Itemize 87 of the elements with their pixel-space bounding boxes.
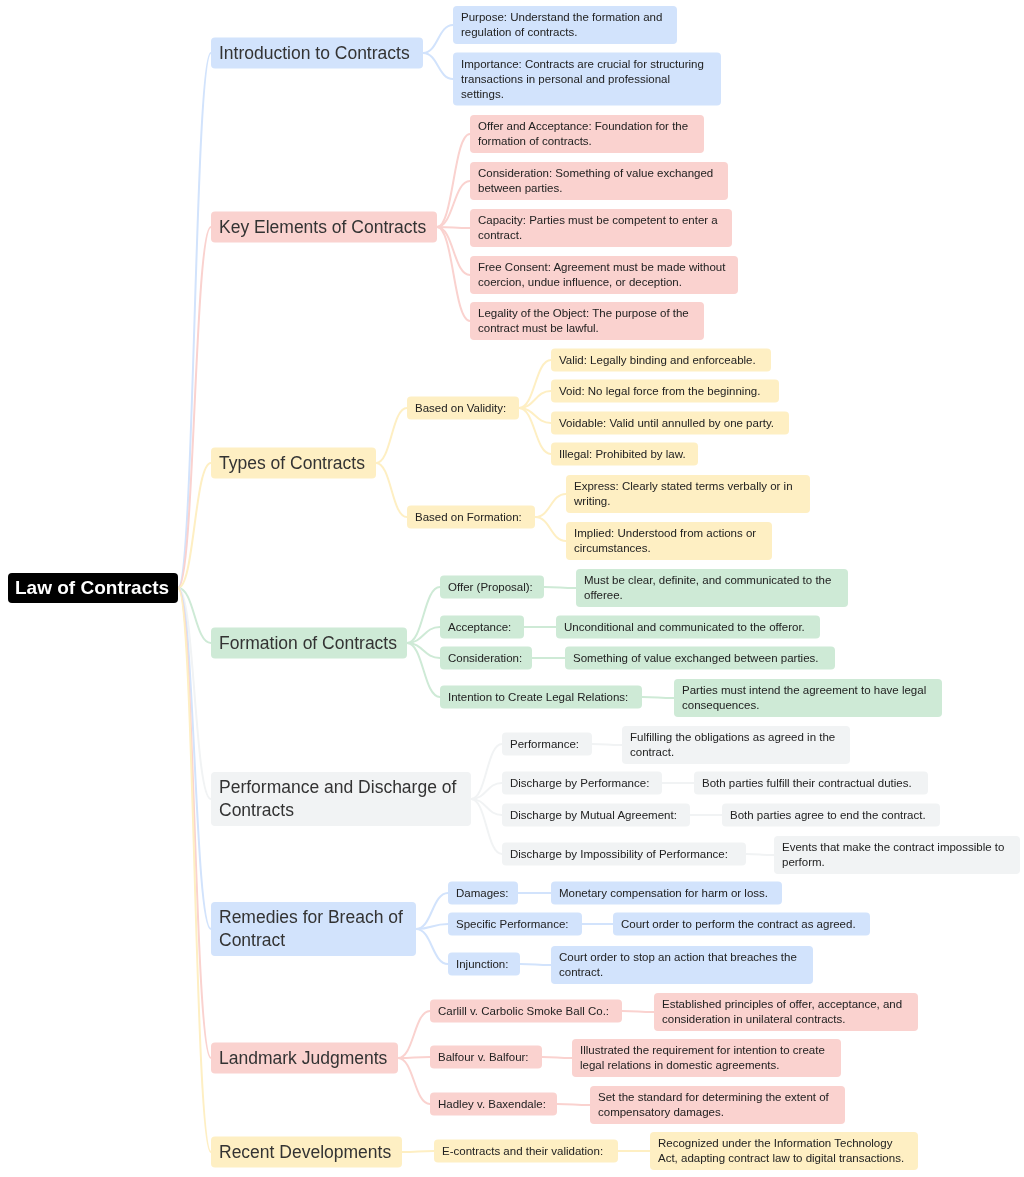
connector	[517, 892, 552, 894]
connector	[523, 626, 557, 628]
connector	[531, 657, 566, 659]
topic-node: Purpose: Understand the formation and regulation of contracts.	[453, 6, 677, 44]
connector	[177, 587, 212, 800]
branch-node: Remedies for Breach of Contract	[211, 902, 416, 956]
connector	[518, 359, 552, 409]
connector	[556, 1103, 591, 1106]
topic-node: Balfour v. Balfour:	[430, 1045, 542, 1069]
branch-node: Recent Developments	[211, 1136, 402, 1168]
connector	[581, 923, 614, 925]
connector	[543, 586, 577, 589]
connector	[617, 1150, 651, 1152]
connector	[534, 516, 567, 542]
topic-node: Based on Validity:	[407, 396, 519, 420]
branch-node: Formation of Contracts	[211, 627, 407, 659]
topic-node: Established principles of offer, acceptance, and consideration in unilateral contracts.	[654, 993, 918, 1031]
topic-node: Unconditional and communicated to the offeror.	[556, 615, 820, 639]
connector	[641, 696, 675, 699]
branch-node: Performance and Discharge of Contracts	[211, 772, 471, 826]
topic-node: Express: Clearly stated terms verbally or in writing.	[566, 475, 810, 513]
connector	[177, 587, 212, 644]
connector	[436, 226, 471, 276]
topic-node: Fulfilling the obligations as agreed in the contract.	[622, 726, 850, 764]
topic-node: Both parties agree to end the contract.	[722, 803, 940, 827]
topic-node: Carlill v. Carbolic Smoke Ball Co.:	[430, 999, 622, 1023]
root-node: Law of Contracts	[8, 573, 178, 603]
topic-node: Set the standard for determining the extent of compensatory damages.	[590, 1086, 845, 1124]
topic-node: Events that make the contract impossible to perform.	[774, 836, 1020, 874]
topic-node: Specific Performance:	[448, 912, 582, 936]
connector	[436, 226, 471, 322]
branch-node: Key Elements of Contracts	[211, 211, 437, 243]
connector	[177, 587, 212, 1153]
topic-node: Illegal: Prohibited by law.	[551, 442, 698, 466]
topic-node: Importance: Contracts are crucial for structuring transactions in personal and professional settings.	[453, 52, 721, 106]
connector	[621, 1010, 655, 1013]
connector	[397, 1010, 431, 1059]
connector	[519, 963, 552, 966]
topic-node: Parties must intend the agreement to have legal consequences.	[674, 679, 942, 717]
topic-node: Discharge by Mutual Agreement:	[502, 803, 690, 827]
topic-node: Capacity: Parties must be competent to enter a contract.	[470, 209, 732, 247]
topic-node: Damages:	[448, 881, 518, 905]
connector	[518, 407, 552, 455]
topic-node: Performance:	[502, 732, 592, 756]
topic-node: Implied: Understood from actions or circumstances.	[566, 522, 772, 560]
connector	[397, 1057, 431, 1105]
connector	[177, 587, 212, 1059]
connector	[406, 586, 441, 644]
topic-node: Legality of the Object: The purpose of the contract must be lawful.	[470, 302, 704, 340]
connector	[406, 642, 441, 698]
topic-node: Discharge by Impossibility of Performance:	[502, 842, 746, 866]
topic-node: Offer and Acceptance: Foundation for the formation of contracts.	[470, 115, 704, 153]
topic-node: Court order to stop an action that breaches the contract.	[551, 946, 813, 984]
topic-node: Something of value exchanged between parties.	[565, 646, 835, 670]
connector	[415, 928, 449, 965]
connector	[177, 587, 212, 930]
topic-node: Intention to Create Legal Relations:	[440, 685, 642, 709]
connector	[177, 462, 212, 589]
topic-node: Both parties fulfill their contractual duties.	[694, 771, 928, 795]
topic-node: Acceptance:	[440, 615, 524, 639]
branch-node: Types of Contracts	[211, 447, 376, 479]
topic-node: Based on Formation:	[407, 505, 535, 529]
topic-node: E-contracts and their validation:	[434, 1139, 618, 1163]
topic-node: Free Consent: Agreement must be made without coercion, undue influence, or deception.	[470, 256, 738, 294]
topic-node: Illustrated the requirement for intention to create legal relations in domestic agreements.	[572, 1039, 841, 1077]
connector	[422, 52, 454, 80]
topic-node: Discharge by Performance:	[502, 771, 662, 795]
topic-node: Voidable: Valid until annulled by one party.	[551, 411, 789, 435]
connector	[541, 1056, 573, 1059]
topic-node: Injunction:	[448, 952, 520, 976]
topic-node: Consideration: Something of value exchanged between parties.	[470, 162, 728, 200]
topic-node: Offer (Proposal):	[440, 575, 544, 599]
topic-node: Void: No legal force from the beginning.	[551, 379, 779, 403]
connector	[375, 407, 408, 464]
topic-node: Court order to perform the contract as agreed.	[613, 912, 870, 936]
topic-node: Hadley v. Baxendale:	[430, 1092, 557, 1116]
branch-node: Introduction to Contracts	[211, 37, 423, 69]
connector	[177, 226, 212, 589]
topic-node: Valid: Legally binding and enforceable.	[551, 348, 771, 372]
topic-node: Recognized under the Information Technology Act, adapting contract law to digital transactions.	[650, 1132, 918, 1170]
topic-node: Monetary compensation for harm or loss.	[551, 881, 782, 905]
connector	[401, 1150, 435, 1153]
branch-node: Landmark Judgments	[211, 1042, 398, 1074]
connector	[375, 462, 408, 518]
topic-node: Must be clear, definite, and communicated to the offeree.	[576, 569, 848, 607]
topic-node: Consideration:	[440, 646, 532, 670]
connector	[436, 133, 471, 228]
